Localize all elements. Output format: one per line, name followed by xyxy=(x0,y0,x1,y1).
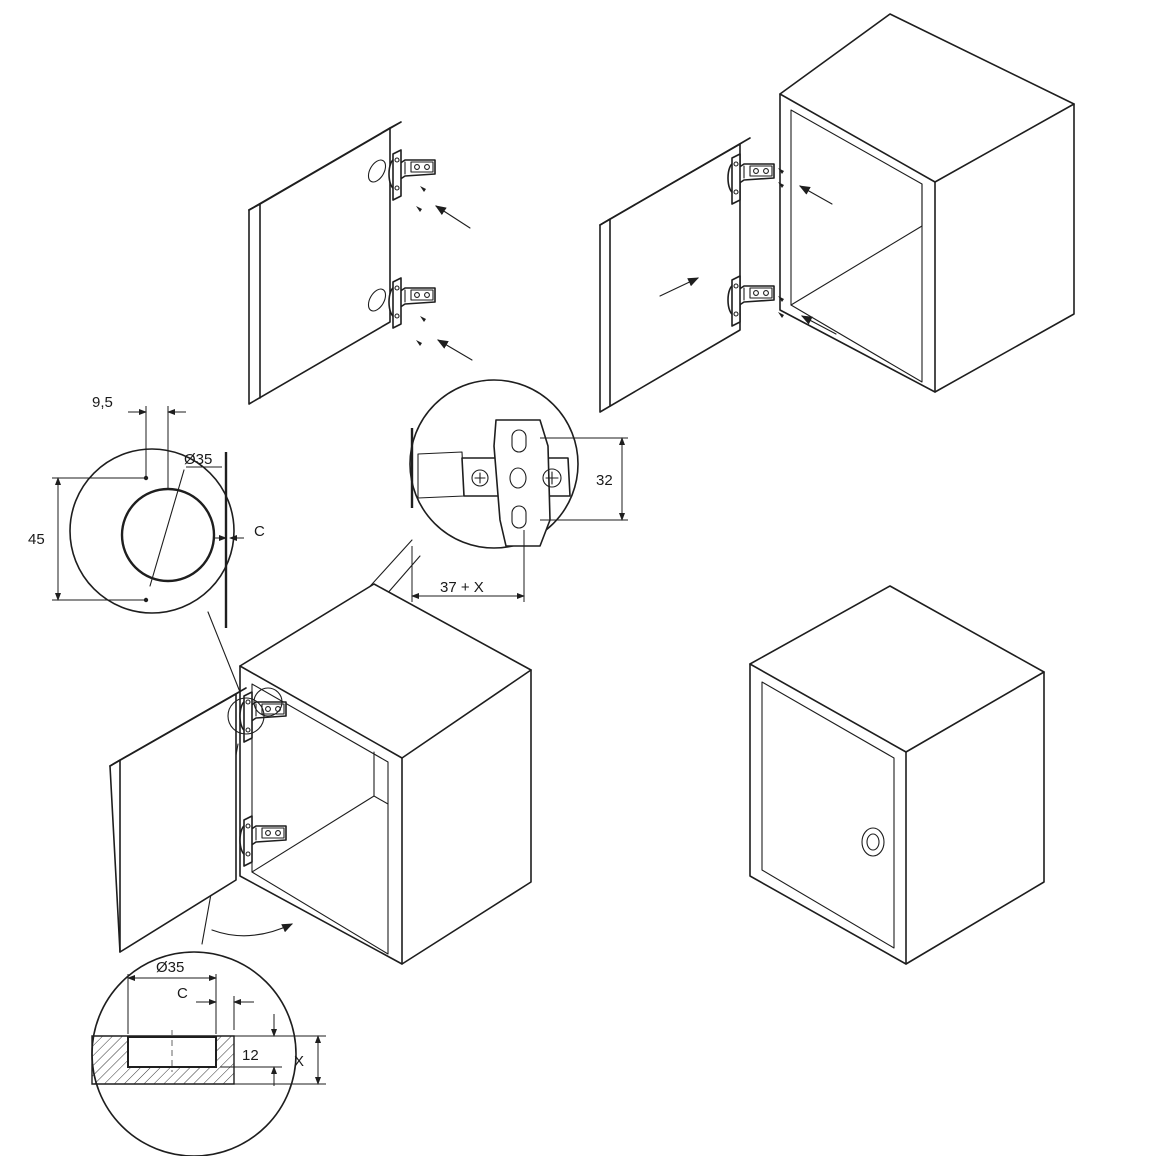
label-12: 12 xyxy=(242,1047,259,1064)
detail-circle-cup-depth xyxy=(91,951,326,1156)
cabinet-top-right xyxy=(779,13,1075,393)
label-diameter-35-bottom: Ø35 xyxy=(156,959,184,976)
cabinet-open xyxy=(239,583,532,965)
door-knob-icon xyxy=(861,827,885,857)
label-32: 32 xyxy=(596,472,613,489)
label-c-top: C xyxy=(254,523,265,540)
hinge-icon xyxy=(388,149,436,329)
label-45: 45 xyxy=(28,531,45,548)
label-37-plus-x: 37 + X xyxy=(440,579,484,596)
screw-icon xyxy=(416,186,426,346)
hinge-highlight-circle xyxy=(227,697,265,735)
arrow-icon xyxy=(659,185,837,335)
door-open xyxy=(109,687,247,953)
cabinet-closed xyxy=(749,585,1045,965)
hinge-highlight-circle xyxy=(253,687,283,717)
label-x: X xyxy=(294,1053,304,1070)
detail-circle-drilling xyxy=(52,406,244,628)
door-panel-top-right xyxy=(599,137,751,413)
label-diameter-35-top: Ø35 xyxy=(184,451,212,468)
cup-hole-icon xyxy=(367,159,387,312)
label-c-bottom: C xyxy=(177,985,188,1002)
label-9-5: 9,5 xyxy=(92,394,113,411)
door-panel-top-left xyxy=(248,121,402,405)
arrow-icon xyxy=(435,205,473,361)
detail-circle-mounting-plate xyxy=(409,379,628,602)
arrow-icon xyxy=(211,923,293,937)
